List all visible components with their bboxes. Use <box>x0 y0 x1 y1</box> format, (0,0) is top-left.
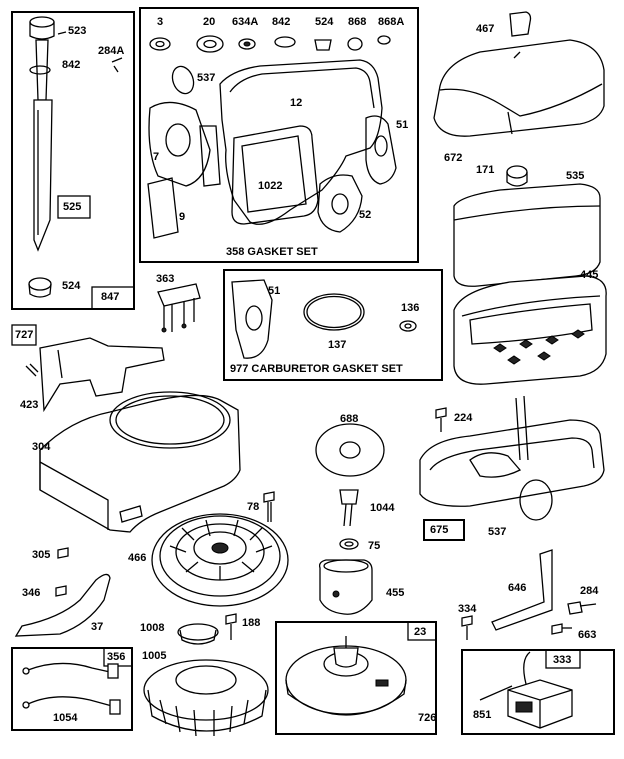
part-label-20[interactable]: 20 <box>203 16 216 28</box>
dipstick-tube-drawing <box>28 16 123 298</box>
kit-box-356 <box>11 647 133 731</box>
bracket-646-drawing <box>461 549 597 640</box>
kit-box-525-tag <box>57 195 91 219</box>
kit-box-727 <box>11 324 37 346</box>
part-label-634a[interactable]: 634A <box>232 16 259 28</box>
part-label-1022[interactable]: 1022 <box>258 180 283 192</box>
air-cleaner-cover-drawing <box>433 11 605 137</box>
bracket-363-drawing <box>157 283 201 333</box>
air-filter-drawing <box>453 165 607 385</box>
part-label-304[interactable]: 304 <box>32 441 51 453</box>
part-label-1008[interactable]: 1008 <box>140 622 165 634</box>
blower-housing-drawing <box>39 391 241 533</box>
kit-box-847 <box>11 11 135 310</box>
part-label-851[interactable]: 851 <box>473 709 492 721</box>
part-label-445[interactable]: 445 <box>580 269 599 281</box>
ratchet-1008-drawing <box>177 613 237 645</box>
part-label-525[interactable]: 525 <box>63 201 82 213</box>
screen-688-drawing <box>315 423 385 550</box>
kit-label-333[interactable]: 333 <box>553 654 572 666</box>
kit-label-356[interactable]: 356 <box>107 651 126 663</box>
kit-label-727[interactable]: 727 <box>15 329 34 341</box>
part-label-284a[interactable]: 284A <box>98 45 125 57</box>
flywheel-726-drawing <box>285 636 407 716</box>
part-label-423[interactable]: 423 <box>20 399 39 411</box>
part-label-868[interactable]: 868 <box>348 16 367 28</box>
part-label-842-left[interactable]: 842 <box>62 59 81 71</box>
part-label-9[interactable]: 9 <box>179 211 186 223</box>
kit-label-gasket-set[interactable]: 358 GASKET SET <box>226 246 318 258</box>
kit-label-675[interactable]: 675 <box>430 524 449 536</box>
part-label-137[interactable]: 137 <box>328 339 347 351</box>
ground-wire-drawing <box>22 662 121 715</box>
part-label-12[interactable]: 12 <box>290 97 303 109</box>
part-label-842-top[interactable]: 842 <box>272 16 291 28</box>
kit-box-23-tag <box>407 621 437 641</box>
part-label-188[interactable]: 188 <box>242 617 261 629</box>
flywheel-fan-drawing <box>143 659 269 737</box>
part-label-346[interactable]: 346 <box>22 587 41 599</box>
part-label-466[interactable]: 466 <box>128 552 147 564</box>
part-label-284[interactable]: 284 <box>580 585 599 597</box>
part-label-1054[interactable]: 1054 <box>53 712 78 724</box>
kit-box-847-tag <box>91 286 135 310</box>
part-label-51-carb[interactable]: 51 <box>268 285 281 297</box>
fan-cup-drawing <box>318 559 373 615</box>
baffle-727-drawing <box>25 337 165 413</box>
part-label-663[interactable]: 663 <box>578 629 597 641</box>
kit-box-23 <box>275 621 437 735</box>
part-label-1005[interactable]: 1005 <box>142 650 167 662</box>
part-label-524-top[interactable]: 524 <box>315 16 334 28</box>
bolt-78-drawing <box>263 491 275 522</box>
part-label-78[interactable]: 78 <box>247 501 260 513</box>
part-label-1044[interactable]: 1044 <box>370 502 395 514</box>
kit-box-333 <box>461 649 615 735</box>
part-label-136[interactable]: 136 <box>401 302 420 314</box>
kit-label-847[interactable]: 847 <box>101 291 120 303</box>
part-label-334[interactable]: 334 <box>458 603 477 615</box>
part-label-672[interactable]: 672 <box>444 152 463 164</box>
part-label-537-top[interactable]: 537 <box>197 72 216 84</box>
ignition-module-drawing <box>479 651 573 729</box>
part-label-467[interactable]: 467 <box>476 23 495 35</box>
part-label-646[interactable]: 646 <box>508 582 527 594</box>
fan-grille-drawing <box>151 513 289 607</box>
kit-box-333-tag <box>545 649 581 669</box>
kit-box-675 <box>423 519 465 541</box>
kit-box-carb-gasket-set <box>223 269 443 381</box>
part-label-868a[interactable]: 868A <box>378 16 405 28</box>
part-label-37[interactable]: 37 <box>91 621 104 633</box>
part-label-52[interactable]: 52 <box>359 209 372 221</box>
part-label-305[interactable]: 305 <box>32 549 51 561</box>
kit-box-gasket-set <box>139 7 419 263</box>
part-label-537-base[interactable]: 537 <box>488 526 507 538</box>
part-label-3[interactable]: 3 <box>157 16 164 28</box>
part-label-455[interactable]: 455 <box>386 587 405 599</box>
deflector-37-drawing <box>14 547 111 637</box>
air-cleaner-base-drawing <box>419 395 605 521</box>
carb-gasket-drawing <box>231 279 417 359</box>
part-label-224[interactable]: 224 <box>454 412 473 424</box>
part-label-523[interactable]: 523 <box>68 25 87 37</box>
part-label-688[interactable]: 688 <box>340 413 359 425</box>
part-label-171[interactable]: 171 <box>476 164 495 176</box>
kit-label-carb-gasket-set[interactable]: 977 CARBURETOR GASKET SET <box>230 363 403 375</box>
kit-label-23[interactable]: 23 <box>414 626 427 638</box>
gasket-set-drawing <box>147 35 397 239</box>
part-label-7[interactable]: 7 <box>153 151 160 163</box>
part-label-535[interactable]: 535 <box>566 170 585 182</box>
part-label-363[interactable]: 363 <box>156 273 175 285</box>
part-label-524-left[interactable]: 524 <box>62 280 81 292</box>
part-label-51-top[interactable]: 51 <box>396 119 409 131</box>
part-label-726[interactable]: 726 <box>418 712 437 724</box>
part-label-75[interactable]: 75 <box>368 540 381 552</box>
